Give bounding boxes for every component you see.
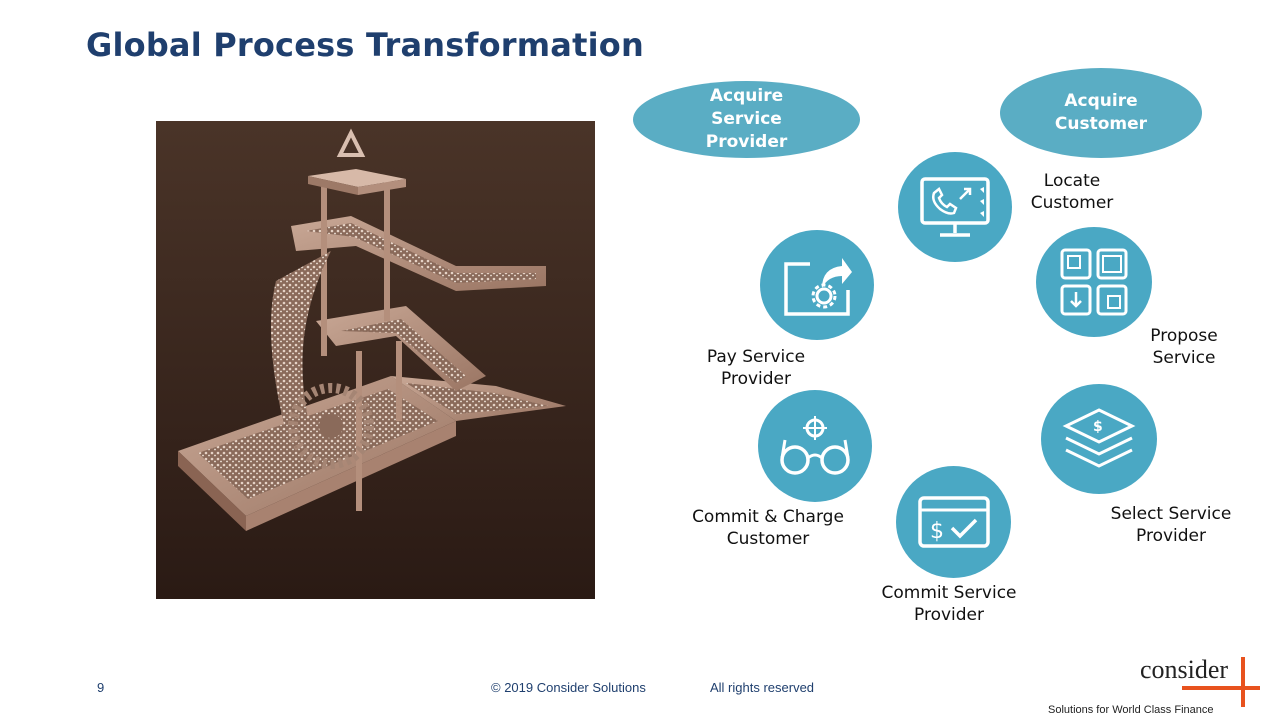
svg-text:$: $	[1093, 419, 1103, 435]
copyright-text: © 2019 Consider Solutions	[491, 680, 646, 695]
waterfall-illustration	[156, 121, 595, 599]
logo-tagline: Solutions for World Class Finance	[1048, 704, 1214, 716]
pay-service-provider-label: Pay Service Provider	[706, 347, 806, 389]
layout-grid-icon	[1060, 248, 1128, 316]
locate-customer-label: Locate Customer	[1030, 171, 1114, 213]
svg-text:$: $	[930, 519, 944, 544]
monitor-phone-icon	[920, 177, 990, 237]
select-service-provider-circle: $	[1041, 384, 1157, 494]
payment-card-icon: $	[917, 496, 990, 548]
acquire-customer-header: Acquire Customer	[1000, 68, 1202, 158]
pay-service-provider-circle	[760, 230, 874, 340]
locate-customer-circle	[898, 152, 1012, 262]
commit-charge-customer-label: Commit & Charge Customer	[692, 507, 844, 549]
commit-service-provider-circle: $	[896, 466, 1011, 578]
commit-charge-customer-circle	[758, 390, 872, 502]
acquire-customer-label: Acquire Customer	[1054, 91, 1148, 134]
glasses-target-icon	[780, 416, 850, 475]
acquire-service-provider-header: Acquire Service Provider	[633, 81, 860, 158]
rights-text: All rights reserved	[710, 680, 815, 695]
commit-service-provider-label: Commit Service Provider	[881, 583, 1017, 625]
logo-plus-mark-vertical	[1241, 657, 1245, 707]
page-number: 9	[97, 680, 105, 695]
logo-text: consider	[1140, 655, 1229, 684]
acquire-service-provider-label: Acquire Service Provider	[705, 86, 788, 152]
select-service-provider-label: Select Service Provider	[1110, 504, 1232, 546]
propose-service-label: Propose Service	[1150, 326, 1218, 368]
propose-service-circle	[1036, 227, 1152, 337]
slide-title: Global Process Transformation	[86, 26, 644, 64]
share-gear-icon	[784, 258, 852, 316]
consider-logo: consider	[1140, 655, 1228, 685]
logo-plus-mark	[1182, 686, 1260, 690]
layers-icon: $	[1062, 408, 1136, 468]
